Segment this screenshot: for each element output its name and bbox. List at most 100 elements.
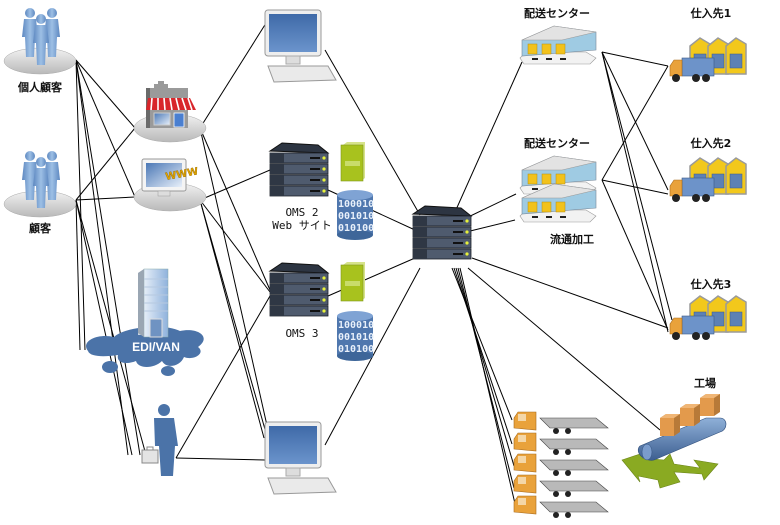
- individual-customer-node[interactable]: [3, 8, 77, 75]
- cargo-boxes-icon: [660, 394, 720, 436]
- oms3-server-node[interactable]: [268, 262, 330, 317]
- connection-line: [175, 457, 266, 461]
- customer-node[interactable]: [3, 151, 77, 218]
- connection-line: [455, 267, 515, 467]
- connection-line: [75, 199, 133, 456]
- connection-line: [75, 59, 141, 456]
- supplier-3-label: 仕入先3: [690, 278, 732, 291]
- www-monitor-icon: WWW: [141, 158, 199, 197]
- connection-line: [75, 196, 136, 201]
- connection-line: [199, 19, 269, 129]
- connection-line: [601, 51, 669, 333]
- delivery-truck-icon: [669, 57, 715, 82]
- connection-line: [199, 127, 271, 291]
- connection-line: [199, 169, 271, 201]
- supplier-2-label: 仕入先2: [690, 137, 732, 150]
- distribution-center-2-label: 配送センター: [524, 137, 590, 150]
- conveyor-belt-icon: [637, 417, 727, 461]
- desktop-computer-icon: [264, 9, 337, 83]
- connection-line: [199, 199, 265, 439]
- binary-text: 010100: [338, 223, 374, 234]
- binary-text: 001010: [338, 332, 374, 343]
- flatbed-truck-icon: [513, 474, 609, 497]
- factory-node[interactable]: [621, 394, 727, 489]
- truck-fleet-node[interactable]: [513, 411, 609, 518]
- connection-line: [454, 61, 523, 213]
- office-building-icon: [138, 268, 169, 338]
- server-rack-icon: [268, 262, 330, 317]
- businessman-icon: [141, 404, 178, 476]
- oms2-label: OMS 2: [285, 206, 319, 219]
- supplier-1-label: 仕入先1: [690, 7, 732, 20]
- connection-line: [75, 199, 147, 456]
- connection-line: [601, 179, 669, 331]
- connection-line: [199, 127, 269, 431]
- connection-line: [459, 267, 517, 509]
- supplier-3-node[interactable]: [669, 295, 747, 340]
- edi-van-node[interactable]: [86, 268, 204, 376]
- binary-text: 010100: [338, 344, 374, 355]
- supplier-1-node[interactable]: [669, 37, 747, 82]
- central-hub-server-node[interactable]: [411, 205, 473, 260]
- retail-store-node[interactable]: [133, 81, 207, 143]
- connection-line: [75, 59, 136, 198]
- store-icon: [146, 81, 196, 128]
- workstation-top-node[interactable]: [264, 9, 337, 83]
- flatbed-truck-icon: [513, 432, 609, 455]
- connection-line: [601, 51, 673, 321]
- distribution-center-1-label: 配送センター: [524, 7, 590, 20]
- edi-van-label: EDI/VAN: [132, 340, 180, 354]
- oms3-label: OMS 3: [285, 327, 319, 340]
- distribution-processing-label: 流通加工: [550, 233, 594, 246]
- binary-text: 100010: [338, 199, 374, 210]
- delivery-truck-icon: [669, 315, 715, 340]
- factory-label: 工場: [694, 377, 716, 390]
- manual-book-icon-2: [340, 262, 365, 302]
- warehouse-icon: [519, 183, 597, 223]
- connection-line: [601, 179, 669, 195]
- flatbed-truck-icon: [513, 411, 609, 434]
- binary-text: 100010: [338, 320, 374, 331]
- connection-line: [324, 49, 421, 216]
- flatbed-truck-icon: [513, 453, 609, 476]
- desktop-computer-icon: [264, 421, 337, 495]
- sales-rep-node[interactable]: [141, 404, 178, 476]
- distribution-center-1-node[interactable]: [519, 25, 597, 65]
- workstation-bottom-node[interactable]: [264, 421, 337, 495]
- people-group-icon: [22, 8, 60, 65]
- binary-text: 001010: [338, 211, 374, 222]
- delivery-truck-icon: [669, 177, 715, 202]
- connection-line: [199, 199, 271, 293]
- connection-line: [75, 127, 136, 201]
- flatbed-truck-icon: [513, 495, 609, 518]
- supplier-2-node[interactable]: [669, 157, 747, 202]
- oms2-server-node[interactable]: [268, 142, 330, 197]
- connection-line: [601, 51, 669, 67]
- website-node[interactable]: WWW: [133, 158, 207, 212]
- connection-line: [199, 199, 269, 441]
- splash-icon: [86, 326, 204, 376]
- connection-line: [75, 59, 86, 351]
- connection-line: [453, 267, 513, 445]
- individual-customer-label: 個人顧客: [18, 81, 62, 94]
- connection-lines: [75, 19, 673, 509]
- connection-line: [471, 257, 669, 329]
- connection-line: [601, 51, 669, 191]
- recycle-arrows-icon: [621, 451, 719, 489]
- connection-line: [175, 295, 271, 459]
- distribution-processing-node[interactable]: [519, 183, 597, 223]
- manual-book-icon-1: [340, 142, 365, 182]
- connection-line: [601, 65, 669, 181]
- connection-line: [75, 59, 129, 456]
- server-rack-icon: [411, 205, 473, 260]
- connection-line: [75, 199, 81, 351]
- warehouse-icon: [519, 25, 597, 65]
- server-rack-icon: [268, 142, 330, 197]
- connection-line: [467, 267, 661, 431]
- people-group-icon: [22, 151, 60, 208]
- connection-line: [75, 59, 136, 129]
- customer-label: 顧客: [29, 222, 51, 235]
